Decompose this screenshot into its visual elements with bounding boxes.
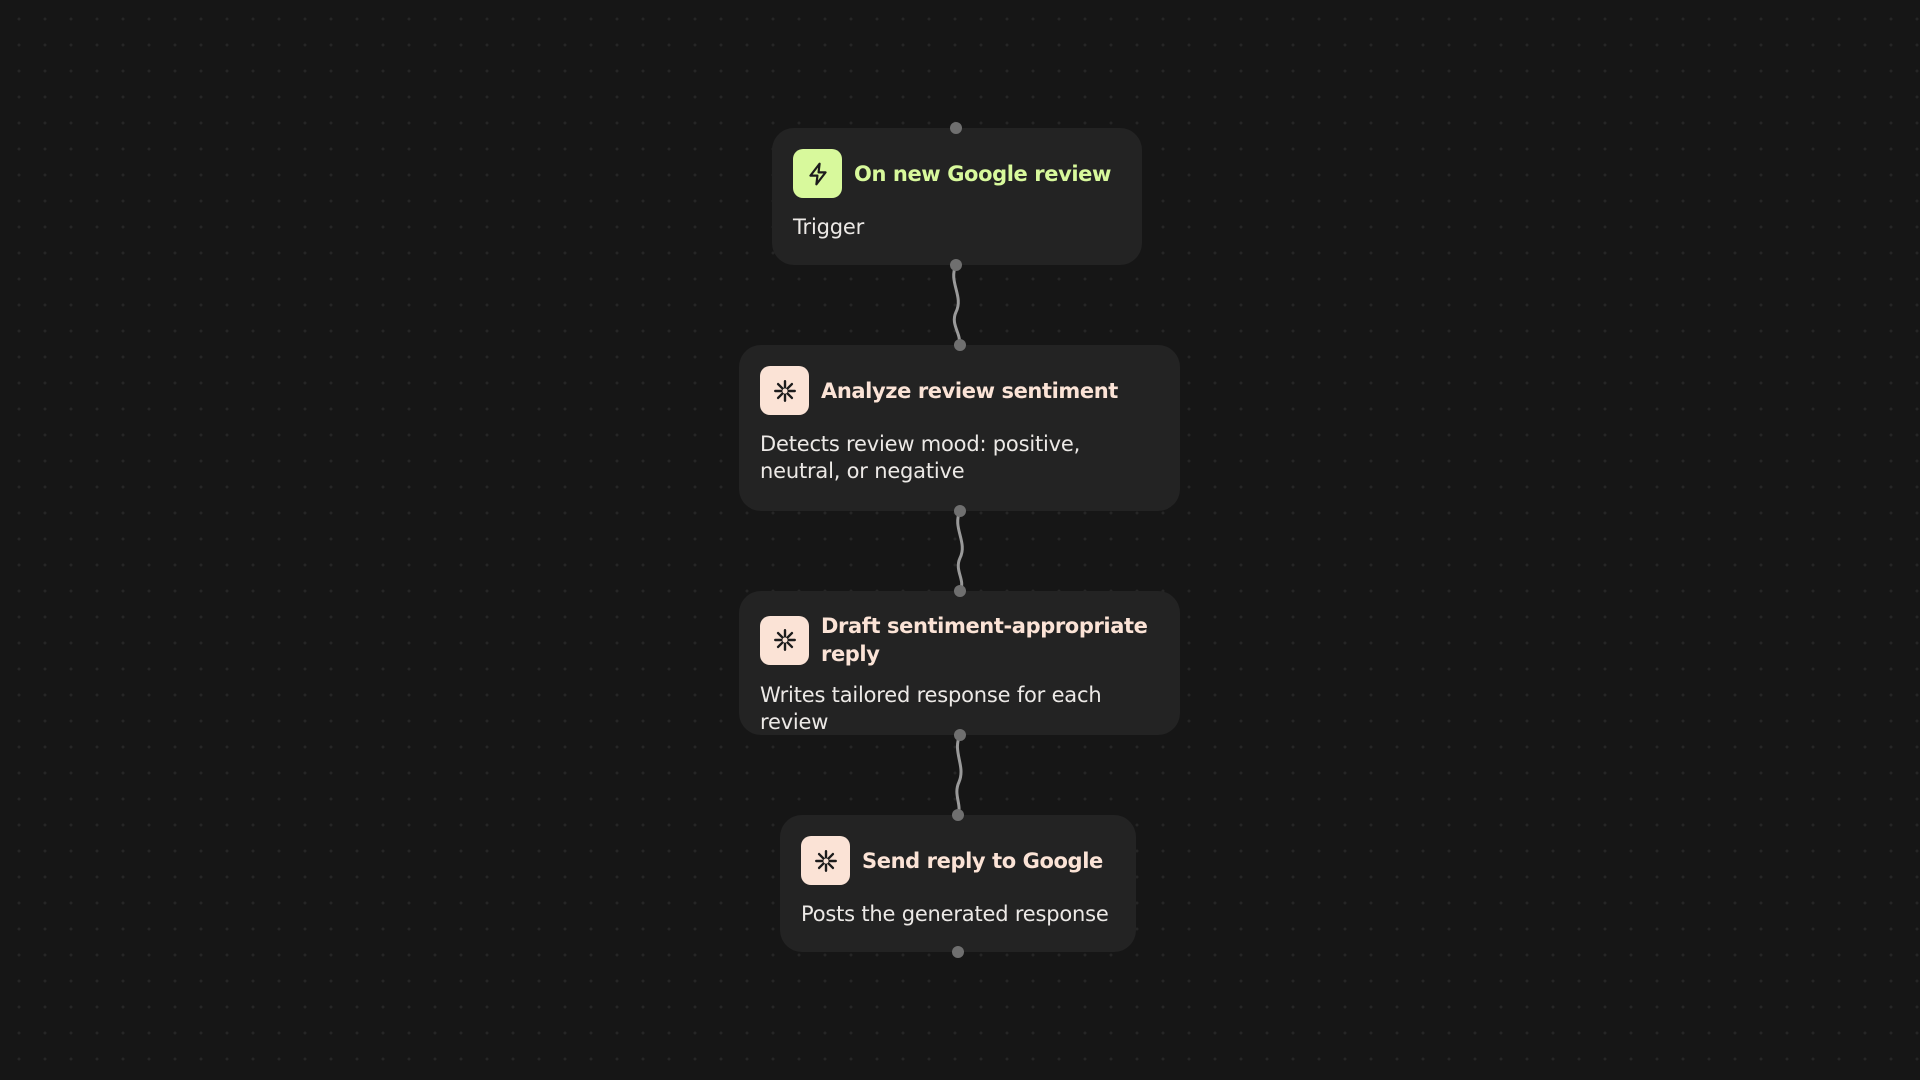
node-title: Send reply to Google (862, 848, 1103, 873)
node-send-output-port[interactable] (952, 946, 964, 958)
node-analyze-sentiment[interactable]: Analyze review sentiment Detects review … (739, 345, 1180, 511)
node-description: Posts the generated response (801, 902, 1109, 926)
node-trigger-input-port[interactable] (950, 122, 962, 134)
asterisk-sparkle-icon (760, 615, 809, 665)
node-draft-reply[interactable]: Draft sentiment-appropriate reply Writes… (739, 591, 1180, 735)
connector-trigger-to-analyze (952, 263, 961, 347)
node-title: On new Google review (854, 161, 1112, 186)
node-description: Trigger (793, 215, 865, 239)
lightning-bolt-icon (793, 149, 842, 198)
node-send-input-port[interactable] (952, 809, 964, 821)
node-draft-input-port[interactable] (954, 585, 966, 597)
connector-analyze-to-draft (956, 509, 964, 593)
node-title: Draft sentiment-appropriate reply (821, 614, 1148, 666)
node-analyze-input-port[interactable] (954, 339, 966, 351)
asterisk-sparkle-icon (760, 366, 809, 415)
node-description: Writes tailored response for each review (760, 683, 1102, 734)
node-description: Detects review mood: positive, neutral, … (760, 432, 1081, 483)
node-draft-output-port[interactable] (954, 729, 966, 741)
asterisk-sparkle-icon (801, 836, 850, 885)
node-trigger[interactable]: On new Google review Trigger (772, 128, 1142, 265)
node-analyze-output-port[interactable] (954, 505, 966, 517)
node-trigger-output-port[interactable] (950, 259, 962, 271)
connector-draft-to-send (955, 733, 963, 817)
node-title: Analyze review sentiment (821, 378, 1118, 403)
node-send-reply[interactable]: Send reply to Google Posts the generated… (780, 815, 1136, 952)
